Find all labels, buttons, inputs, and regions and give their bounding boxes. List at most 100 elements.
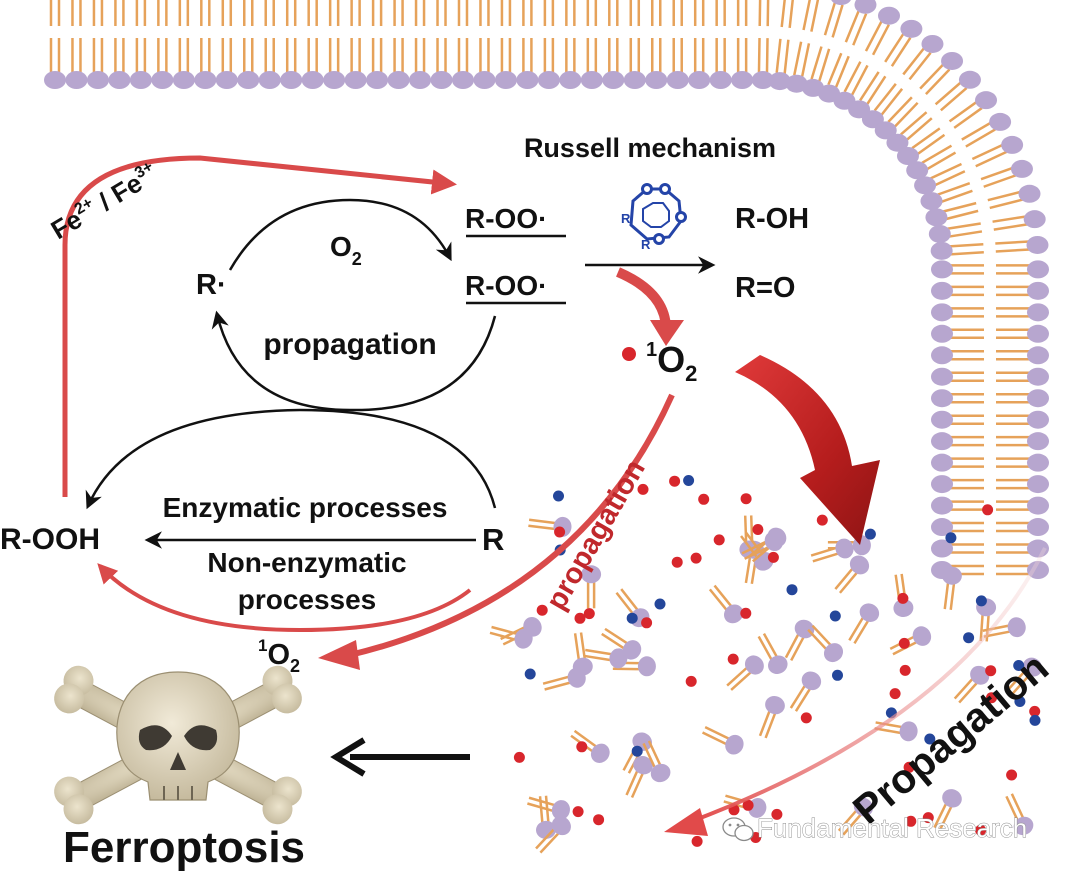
lipid-tail (917, 135, 945, 155)
lipid-tail (873, 25, 889, 55)
lipid-tail (972, 145, 1003, 159)
lipid-tail (945, 211, 978, 219)
lipid-fragment (807, 624, 844, 663)
lipid-tail (903, 48, 924, 75)
oxidant-dot (574, 612, 586, 624)
lipid-tail (760, 0, 761, 26)
alcohol-product: R-OH (735, 203, 809, 235)
non-enzymatic-arrow (97, 563, 472, 633)
lipid-head (1027, 346, 1049, 364)
lipid-tail (926, 153, 955, 170)
lipid-head (409, 71, 431, 89)
lipid-fragment (1005, 793, 1034, 836)
lipid-head (931, 260, 953, 278)
oxidant-dot (554, 526, 566, 538)
oxidant-dot (905, 815, 917, 827)
reduced-species-dot (963, 632, 975, 644)
peroxyl-radical-bottom: R-OO· (465, 270, 547, 301)
lipid-head (931, 389, 953, 407)
lipid-fragment (874, 721, 918, 742)
lipid-tail (984, 175, 1016, 186)
oxidant-dot (1006, 769, 1018, 781)
lipid-head (1027, 260, 1049, 278)
reduced-species-dot (626, 612, 638, 624)
lipid-tail (950, 102, 978, 122)
oxidant-dot (740, 493, 752, 505)
lipid-tail (833, 5, 843, 38)
lipid-head (44, 71, 66, 89)
lipid-head (1024, 210, 1046, 228)
lipid-head (173, 71, 195, 89)
lipid-head (897, 147, 919, 165)
oxidant-dot (740, 607, 752, 619)
lipid-tail (867, 76, 886, 105)
lipid-tail (981, 168, 1013, 179)
lipid-fragment (837, 797, 873, 836)
lipid-head (624, 71, 646, 89)
lipid-tail (767, 38, 768, 72)
oxidant-dot (889, 688, 901, 700)
lipid-fragment (701, 725, 744, 755)
lipid-head (108, 71, 130, 89)
lipid-head (216, 71, 238, 89)
lipid-head (667, 71, 689, 89)
oxidant-dot (713, 534, 725, 546)
lipid-head (538, 71, 560, 89)
lipid-head (929, 225, 951, 243)
ketone-product: R=O (735, 272, 795, 304)
lipid-head (1027, 432, 1049, 450)
lipid-fragment (834, 555, 870, 594)
lipid-tail (819, 49, 829, 82)
lipid-head (645, 71, 667, 89)
oxidant-dot (572, 806, 584, 818)
lipid-tail (990, 200, 1023, 208)
oxidant-dot (982, 504, 994, 516)
ferroptosis-label: Ferroptosis (63, 823, 305, 872)
lipid-head (854, 0, 876, 14)
lipid-head (473, 71, 495, 89)
oxidant-dot (637, 483, 649, 495)
oxidant-dot (767, 551, 779, 563)
enzymatic-label: Enzymatic processes (163, 492, 448, 523)
cyclodextrin-ring-icon: R R (621, 183, 687, 252)
lipid-head (151, 71, 173, 89)
lipid-head (194, 71, 216, 89)
lipid-head (941, 52, 963, 70)
oxidant-dot (685, 675, 697, 687)
lipid-fragment (982, 617, 1026, 638)
lipid-head (875, 121, 897, 139)
lipid-radical: R· (196, 269, 227, 301)
lipid-head (431, 71, 453, 89)
lipid-head (931, 325, 953, 343)
lipid-head (1027, 282, 1049, 300)
propagation-return-arrow (211, 310, 497, 412)
lipid-tail (875, 84, 896, 111)
lipid-tail (846, 11, 859, 42)
lipid-tail (976, 152, 1007, 166)
svg-text:R: R (621, 211, 631, 226)
lipid-head (931, 540, 953, 558)
lipid-tail (811, 0, 818, 32)
lipid-head (688, 71, 710, 89)
lipid-head (931, 368, 953, 386)
lipid-tail (938, 183, 970, 194)
lipid-head (830, 0, 852, 5)
oxidant-dot (899, 664, 911, 676)
lipid-head (931, 518, 953, 536)
oxidant-dot (691, 835, 703, 847)
peroxyl-radical-top: R-OO· (465, 203, 547, 234)
lipid-fragment (758, 695, 785, 739)
lipid-head (65, 71, 87, 89)
oxidant-dot (576, 741, 588, 753)
lipid-tail (912, 128, 940, 148)
lipid-tail (948, 231, 982, 236)
lipid-tail (825, 3, 835, 36)
lipid-head (878, 7, 900, 25)
lipid-fragment (1006, 657, 1043, 696)
lipid-head (752, 71, 774, 89)
lipid-fragment (810, 538, 854, 563)
singlet-oxygen-release-arrow (615, 267, 671, 329)
lipid-fragment (726, 655, 764, 691)
reduced-species-dot (1013, 660, 1025, 671)
oxidant-dot (1029, 705, 1041, 717)
